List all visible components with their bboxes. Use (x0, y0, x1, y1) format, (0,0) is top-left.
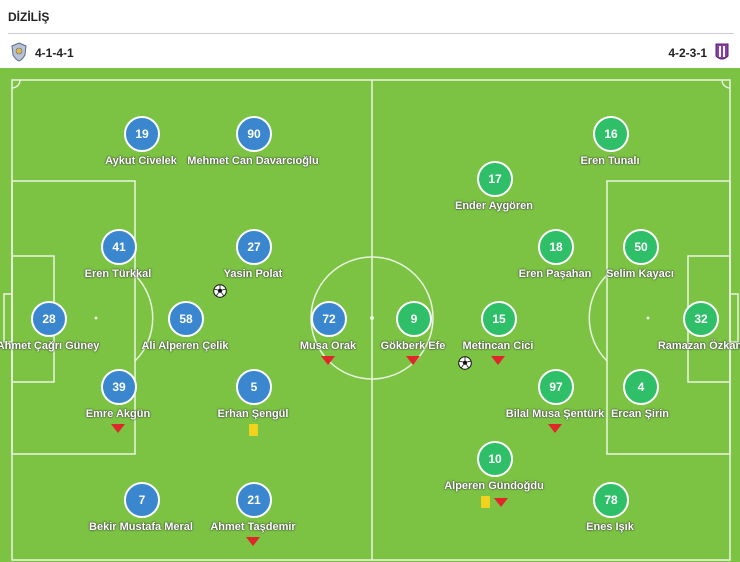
away-team-crest-icon (715, 43, 729, 60)
divider (8, 33, 734, 34)
player-number: 15 (481, 301, 517, 337)
player-name: Yasin Polat (223, 268, 283, 280)
player-name: Gökberk Efe (380, 340, 446, 352)
player-number: 32 (683, 301, 719, 337)
player-number: 41 (101, 229, 137, 265)
player-name: Metincan Cici (462, 340, 534, 352)
player-name: Alperen Gündoğdu (444, 480, 544, 492)
substitution-arrow-icon (406, 356, 420, 365)
player-events (515, 424, 595, 433)
substitution-arrow-icon (493, 497, 508, 507)
substitution-arrow-icon (111, 424, 125, 433)
away-formation: 4-2-3-1 (668, 46, 707, 60)
player-name: Ender Aygören (454, 200, 534, 212)
player-number: 90 (236, 116, 272, 152)
player-number: 4 (623, 369, 659, 405)
player-events (78, 424, 158, 433)
player-events (454, 496, 534, 508)
section-title: DİZİLİŞ (8, 10, 50, 24)
player-name: Mehmet Can Davarcıoğlu (187, 155, 319, 167)
player-name: Ali Alperen Çelik (141, 340, 229, 352)
player-number: 39 (101, 369, 137, 405)
player-events (373, 356, 453, 365)
player-name: Enes Işık (586, 521, 634, 533)
player-events (288, 356, 368, 365)
player-events (213, 537, 293, 546)
player-number: 72 (311, 301, 347, 337)
player-number: 18 (538, 229, 574, 265)
player-events (213, 424, 293, 436)
player-name: Eren Türkkal (84, 268, 152, 280)
team-formations-bar: 4-1-4-1 4-2-3-1 (0, 38, 740, 68)
player-name: Bekir Mustafa Meral (89, 521, 193, 533)
substitution-arrow-icon (321, 356, 335, 365)
player-number: 7 (124, 482, 160, 518)
player-name: Musa Orak (299, 340, 357, 352)
home-team-crest-icon (11, 42, 27, 62)
player-name: Ahmet Çağrı Güney (0, 340, 100, 352)
player-number: 17 (477, 161, 513, 197)
player-name: Ercan Şirin (610, 408, 670, 420)
player-name: Aykut Civelek (105, 155, 177, 167)
goal-ball-icon (458, 356, 472, 370)
goal-ball-icon (213, 284, 227, 298)
player-name: Ramazan Özkan (657, 340, 740, 352)
player-name: Erhan Şengül (217, 408, 289, 420)
substitution-arrow-icon (548, 424, 562, 433)
player-name: Emre Akgün (85, 408, 151, 420)
home-formation: 4-1-4-1 (35, 46, 74, 60)
player-name: Bilal Musa Şentürk (505, 408, 605, 420)
substitution-arrow-icon (246, 537, 260, 546)
player-name: Eren Tunalı (580, 155, 640, 167)
player-number: 16 (593, 116, 629, 152)
player-number: 78 (593, 482, 629, 518)
yellow-card-icon (480, 496, 490, 508)
pitch-markings (3, 79, 739, 561)
player-number: 10 (477, 441, 513, 477)
player-number: 21 (236, 482, 272, 518)
player-events (458, 356, 538, 370)
player-number: 97 (538, 369, 574, 405)
player-number: 9 (396, 301, 432, 337)
player-number: 50 (623, 229, 659, 265)
player-name: Eren Paşahan (518, 268, 592, 280)
player-number: 5 (236, 369, 272, 405)
yellow-card-icon (248, 424, 258, 436)
player-name: Selim Kayacı (606, 268, 674, 280)
player-number: 58 (168, 301, 204, 337)
player-number: 19 (124, 116, 160, 152)
player-name: Ahmet Taşdemir (210, 521, 296, 533)
player-number: 27 (236, 229, 272, 265)
substitution-arrow-icon (491, 356, 505, 365)
player-number: 28 (31, 301, 67, 337)
